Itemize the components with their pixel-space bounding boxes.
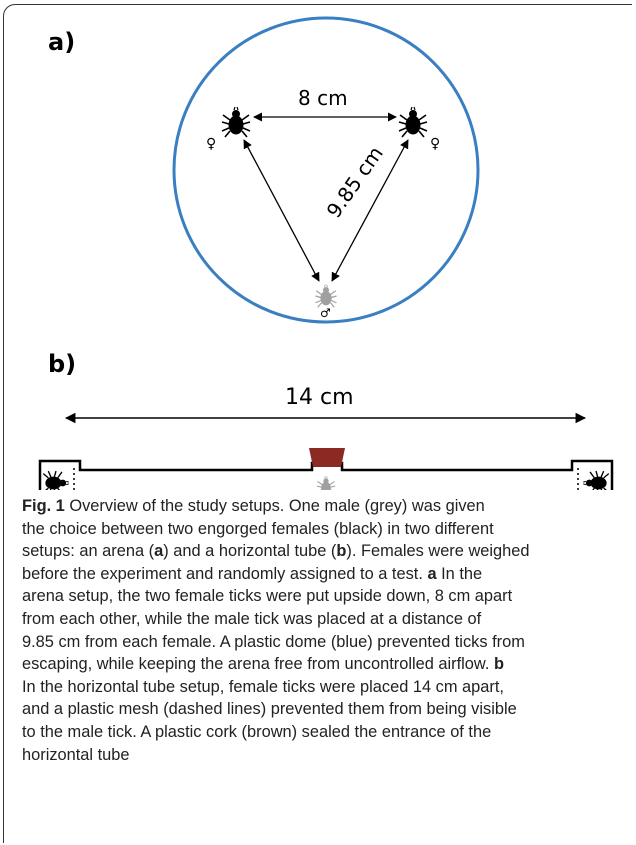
female-tick-left bbox=[221, 106, 251, 138]
female-tick-right bbox=[398, 106, 428, 138]
caption-line: the choice between two engorged females … bbox=[22, 519, 494, 538]
caption-text: before the experiment and randomly assig… bbox=[22, 564, 428, 583]
caption-line: Fig. 1 Overview of the study setups. One… bbox=[22, 495, 624, 518]
caption-text: Overview of the study setups. One male (… bbox=[64, 497, 485, 515]
caption-panel-ref: b bbox=[493, 655, 504, 674]
caption-line: before the experiment and randomly assig… bbox=[22, 563, 624, 586]
figure-frame bbox=[3, 4, 632, 843]
female-symbol-left: ♀ bbox=[206, 136, 217, 152]
caption-text: ) and a horizontal tube ( bbox=[163, 542, 337, 561]
distance-between-females-label: 8 cm bbox=[298, 86, 348, 110]
caption-line: In the horizontal tube setup, female tic… bbox=[22, 677, 504, 696]
caption-line: and a plastic mesh (dashed lines) preven… bbox=[22, 700, 517, 719]
caption-text: setups: an arena ( bbox=[22, 542, 155, 561]
arrow-male-to-left-female bbox=[243, 139, 320, 282]
caption-text: In the bbox=[436, 564, 483, 583]
plastic-cork bbox=[309, 448, 345, 467]
caption-text: escaping, while keeping the arena free f… bbox=[22, 655, 494, 674]
caption-line: escaping, while keeping the arena free f… bbox=[22, 653, 624, 676]
caption-panel-ref: a bbox=[427, 564, 437, 583]
arrow-male-to-right-female bbox=[331, 139, 409, 282]
caption-line: to the male tick. A plastic cork (brown)… bbox=[22, 722, 492, 741]
caption-fig-label: Fig. 1 bbox=[22, 497, 65, 515]
caption-line: horizontal tube bbox=[22, 745, 130, 764]
horizontal-tube bbox=[38, 459, 614, 490]
caption-panel-ref: a bbox=[154, 542, 164, 561]
female-symbol-right: ♀ bbox=[430, 136, 441, 152]
caption-line: from each other, while the male tick was… bbox=[22, 609, 482, 628]
caption-panel-ref: b bbox=[336, 542, 347, 561]
caption-line: setups: an arena (a) and a horizontal tu… bbox=[22, 540, 624, 563]
tube-length-label: 14 cm bbox=[285, 385, 354, 410]
panel-b-label: b) bbox=[48, 350, 77, 378]
caption-line: arena setup, the two female ticks were p… bbox=[22, 587, 513, 606]
figure-caption: Fig. 1 Overview of the study setups. One… bbox=[22, 495, 624, 766]
panel-a-label: a) bbox=[48, 28, 76, 56]
male-symbol: ♂ bbox=[320, 306, 331, 320]
arena-dome bbox=[172, 16, 480, 324]
caption-line: 9.85 cm from each female. A plastic dome… bbox=[22, 632, 525, 651]
male-tick bbox=[314, 284, 338, 308]
caption-text: ). Females were weighed bbox=[346, 542, 530, 561]
figure-diagram bbox=[38, 16, 614, 490]
